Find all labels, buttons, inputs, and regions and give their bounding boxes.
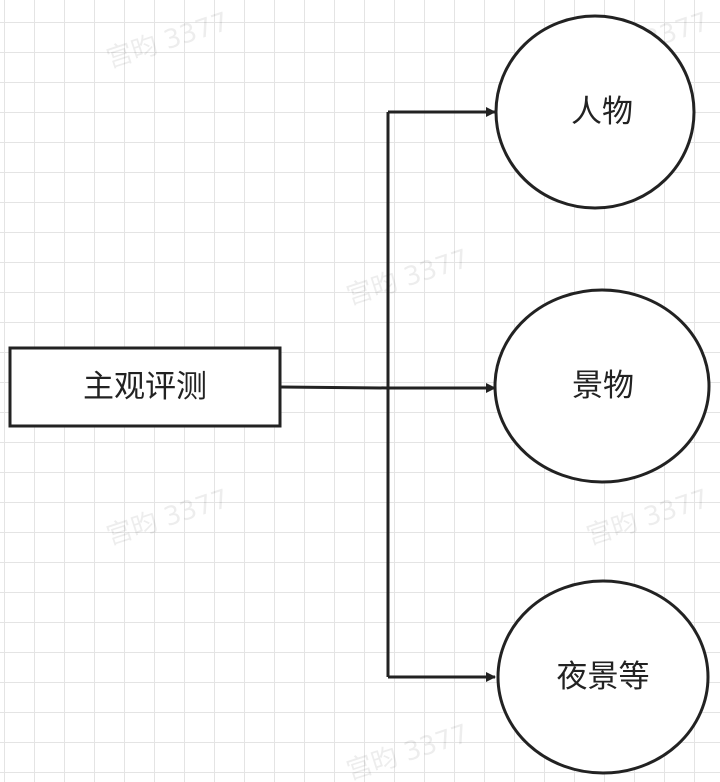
- target-node-2-label: 景物: [572, 368, 634, 404]
- target-node-2: 景物: [493, 288, 711, 484]
- watermark-text: 宫昀 3377: [583, 484, 713, 552]
- target-node-3-label: 夜景等: [557, 659, 650, 695]
- target-node-1: 人物: [494, 14, 696, 210]
- watermark-text: 宫昀 3377: [343, 719, 473, 782]
- connector-source: [280, 385, 389, 390]
- source-node-label: 主观评测: [83, 369, 207, 405]
- target-node-2-circle: [493, 288, 711, 484]
- target-node-1-label: 人物: [571, 94, 633, 130]
- target-node-3: 夜景等: [496, 579, 710, 775]
- watermark-text: 宫昀 3377: [103, 484, 233, 552]
- source-node-box: [8, 346, 282, 428]
- target-node-1-circle: [494, 14, 696, 210]
- watermark-text: 宫昀 3377: [343, 244, 473, 312]
- connector-group: [280, 107, 496, 682]
- source-node: 主观评测: [8, 346, 282, 428]
- target-node-3-circle: [496, 579, 710, 775]
- watermark-text: 宫昀 3377: [103, 7, 233, 75]
